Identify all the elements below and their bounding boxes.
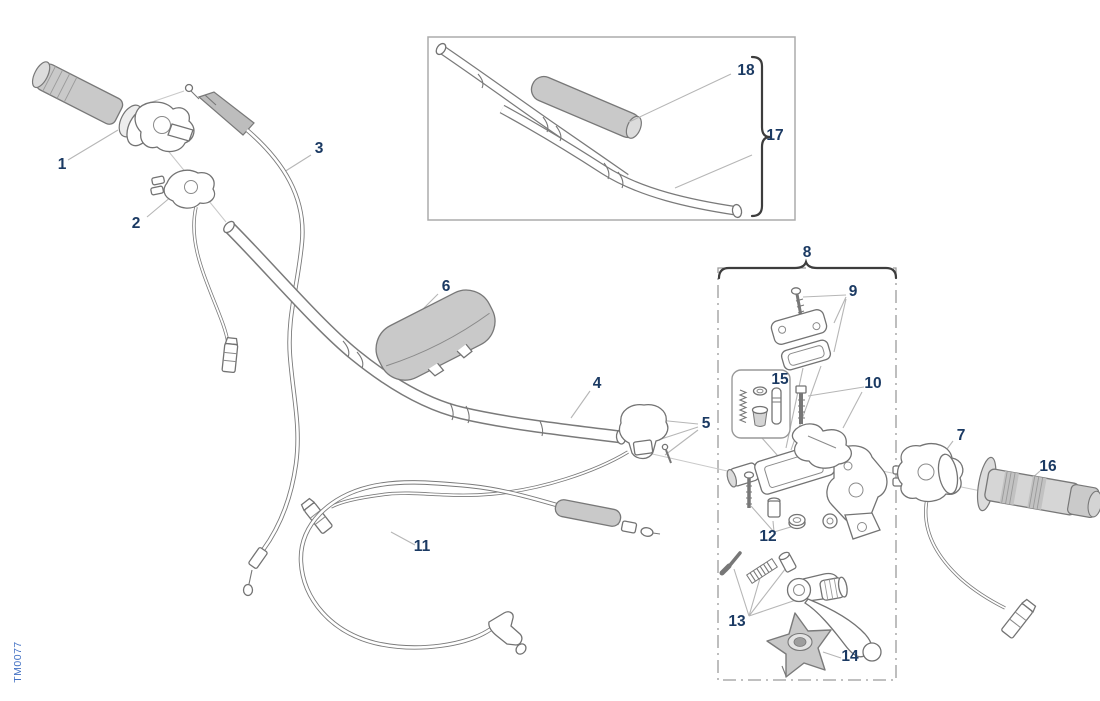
throttle-housing-right <box>892 443 1037 639</box>
clutch-cable <box>298 480 661 655</box>
callout-11: 11 <box>413 538 431 555</box>
callout-10: 10 <box>864 375 882 392</box>
handlebar-pad <box>375 289 496 381</box>
bar-end-switch <box>618 404 672 464</box>
callout-5: 5 <box>701 415 711 432</box>
seal-kit-box <box>731 369 791 439</box>
callout-15: 15 <box>771 371 789 388</box>
brace-8 <box>717 258 898 280</box>
callout-12: 12 <box>759 528 777 545</box>
callout-8: 8 <box>802 244 812 261</box>
callout-6: 6 <box>441 278 451 295</box>
switch-2-wire <box>192 206 239 374</box>
lever-group <box>719 551 882 662</box>
brace-17 <box>750 55 771 218</box>
crossbar-pad-inset <box>530 75 642 139</box>
inset-handlebar <box>435 42 743 219</box>
grip <box>976 456 1100 519</box>
callout-18: 18 <box>737 62 755 79</box>
adjuster-knob <box>766 612 832 678</box>
callout-2: 2 <box>131 215 141 232</box>
reservoir-cap-group <box>770 287 832 371</box>
callout-4: 4 <box>592 375 602 392</box>
drawing-code: TM0077 <box>12 641 24 683</box>
clamp-bolt-group <box>791 385 852 469</box>
callout-9: 9 <box>848 283 858 300</box>
throttle-grip-assembly <box>31 61 195 153</box>
mounting-fasteners <box>743 471 806 530</box>
throttle-cable <box>184 83 305 597</box>
callout-16: 16 <box>1039 458 1057 475</box>
switch-housing-left <box>150 169 216 209</box>
callout-3: 3 <box>314 140 324 157</box>
callout-14: 14 <box>841 648 859 665</box>
callout-17: 17 <box>766 127 784 144</box>
callout-1: 1 <box>57 156 67 173</box>
leader-lines <box>67 73 1041 659</box>
callout-7: 7 <box>956 427 966 444</box>
callout-13: 13 <box>728 613 746 630</box>
